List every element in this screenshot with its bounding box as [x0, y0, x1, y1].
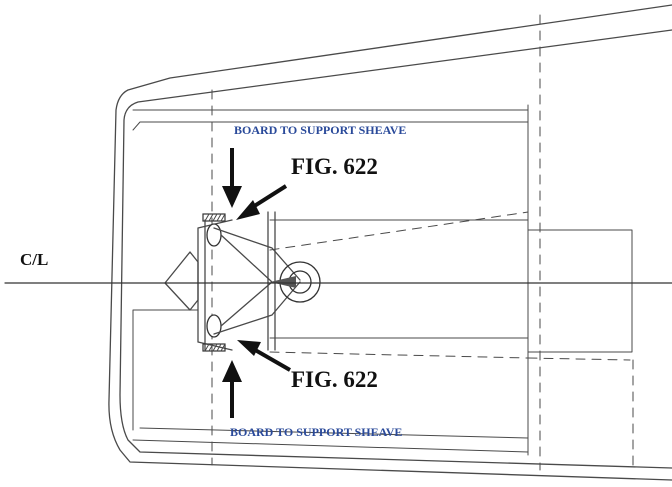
arrow-up-bottom — [222, 360, 242, 418]
rail-upper-dashed — [269, 211, 529, 251]
rail-lower-2 — [527, 357, 631, 361]
board-upper-hatch — [204, 213, 226, 222]
arrow-down-top — [222, 148, 242, 208]
hull-inner-coaming — [119, 29, 672, 469]
label-centerline: C/L — [20, 250, 49, 269]
arrow-diagonal-bottom — [237, 340, 291, 372]
winch-hub — [270, 276, 296, 288]
bow-fitting — [164, 251, 199, 311]
board-upper — [202, 213, 226, 222]
label-fig-bottom: FIG. 622 — [291, 367, 378, 392]
rail-lower-dashed — [269, 351, 529, 359]
board-lower-hatch — [204, 343, 226, 352]
deck-panel-bottom — [132, 439, 529, 453]
board-lower — [202, 343, 226, 352]
sheave-upper — [206, 223, 222, 247]
deck-panel-outline-2 — [132, 121, 529, 131]
label-board-top: BOARD TO SUPPORT SHEAVE — [234, 123, 407, 137]
label-board-bottom: BOARD TO SUPPORT SHEAVE — [230, 425, 403, 439]
left-lower-panel — [132, 309, 199, 431]
hull-outer-outline — [108, 4, 672, 481]
arrow-diagonal-top — [236, 184, 288, 220]
rope-lines — [213, 227, 301, 335]
right-box — [527, 229, 633, 353]
deck-panel-bottom-2 — [139, 427, 529, 439]
label-fig-top: FIG. 622 — [291, 154, 378, 179]
